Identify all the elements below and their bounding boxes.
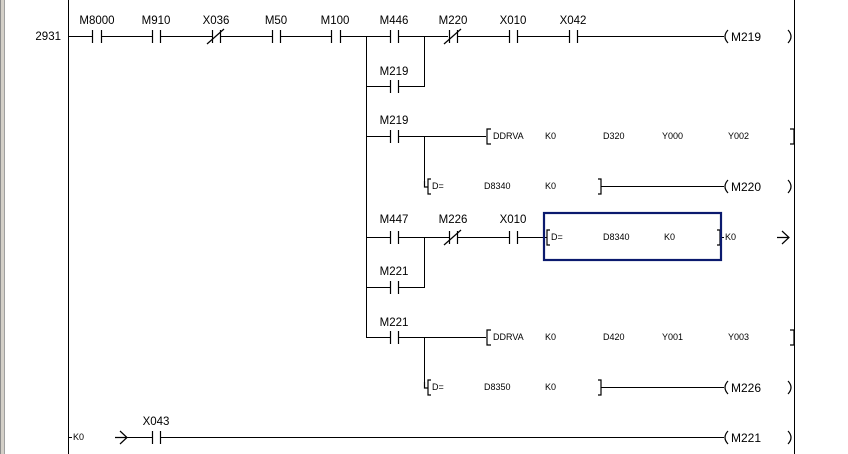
continuation-arrow-icon xyxy=(115,430,128,445)
contact-X036-nc[interactable]: X036 xyxy=(203,15,230,45)
coil-M226[interactable]: M226 xyxy=(724,380,792,395)
contact-M221-drva[interactable]: M221 xyxy=(380,317,409,344)
operand: K0 xyxy=(545,332,556,342)
contact-label: X043 xyxy=(143,416,170,428)
compare-op: D= xyxy=(432,382,444,392)
parallel-contact-M219[interactable]: M219 xyxy=(366,66,425,93)
contact-M50[interactable]: M50 xyxy=(265,15,287,43)
compare-D8340-selected[interactable]: D= D8340 K0 K0 xyxy=(542,211,736,262)
instruction-ddrva-1[interactable]: DDRVA K0 D320 Y000 Y002 xyxy=(486,128,795,145)
operand: K0 xyxy=(664,232,675,242)
contact-X010[interactable]: X010 xyxy=(500,15,527,43)
branch-compare xyxy=(366,237,547,287)
contact-label: X036 xyxy=(203,15,230,27)
coil-label: M221 xyxy=(731,431,761,445)
compare-D8340-row4[interactable]: D= D8340 K0 xyxy=(423,178,602,195)
continuation-label: K0 xyxy=(725,232,736,242)
contact-label: X010 xyxy=(500,15,527,27)
operand: D8340 xyxy=(603,232,630,242)
contact-label: M446 xyxy=(380,15,409,27)
operand: D320 xyxy=(603,131,625,141)
contact-M219-drva[interactable]: M219 xyxy=(380,115,409,143)
contact-label: M219 xyxy=(380,66,409,78)
window-left-border xyxy=(0,0,6,454)
operand: K0 xyxy=(545,181,556,191)
continuation-row: K0 xyxy=(68,430,724,445)
instruction-ddrva-2[interactable]: DDRVA K0 D420 Y001 Y003 xyxy=(486,329,795,346)
coil-M219[interactable]: M219 xyxy=(724,29,792,44)
contact-label: M910 xyxy=(142,15,171,27)
operand: K0 xyxy=(545,131,556,141)
parallel-contact-M221[interactable]: M221 xyxy=(366,266,425,294)
operand: D8350 xyxy=(484,382,511,392)
operand: K0 xyxy=(545,382,556,392)
contact-label: M220 xyxy=(439,15,468,27)
step-number: 2931 xyxy=(35,31,61,43)
contact-label: X010 xyxy=(500,214,527,226)
operand: D8340 xyxy=(484,181,511,191)
contact-label: X042 xyxy=(560,15,587,27)
operand: Y001 xyxy=(662,332,683,342)
compare-op: D= xyxy=(432,181,444,191)
contact-label: M50 xyxy=(265,15,287,27)
instruction-op: DDRVA xyxy=(493,131,524,141)
contact-M100[interactable]: M100 xyxy=(321,15,350,43)
contact-M446[interactable]: M446 xyxy=(380,15,409,43)
coil-label: M226 xyxy=(731,381,761,395)
operand: Y002 xyxy=(728,131,749,141)
contact-X010-b[interactable]: X010 xyxy=(500,214,527,244)
contact-M910[interactable]: M910 xyxy=(142,15,171,43)
branch-drva-1 xyxy=(366,136,486,187)
operand: Y003 xyxy=(728,332,749,342)
contact-M226-nc[interactable]: M226 xyxy=(439,214,468,246)
operand: D420 xyxy=(603,332,625,342)
contact-M8000[interactable]: M8000 xyxy=(79,15,115,43)
contact-label: M221 xyxy=(380,266,409,278)
contact-label: M221 xyxy=(380,317,409,329)
contact-label: M8000 xyxy=(79,15,114,27)
contact-label: M226 xyxy=(439,214,468,226)
coil-M220[interactable]: M220 xyxy=(724,179,792,194)
contact-label: M219 xyxy=(380,115,409,127)
compare-op: D= xyxy=(551,232,563,242)
operand: Y000 xyxy=(662,131,683,141)
contact-label: M100 xyxy=(321,15,350,27)
coil-M221[interactable]: M221 xyxy=(724,430,792,445)
continuation-arrow-icon xyxy=(777,230,790,245)
contact-label: M447 xyxy=(380,214,409,226)
compare-D8350[interactable]: D= D8350 K0 xyxy=(423,379,602,396)
instruction-op: DDRVA xyxy=(493,332,524,342)
contact-M220-nc[interactable]: M220 xyxy=(439,15,468,45)
continuation-from-label: K0 xyxy=(73,432,84,442)
contact-X043[interactable]: X043 xyxy=(143,416,170,444)
selection-cursor xyxy=(542,211,723,262)
coil-label: M220 xyxy=(731,180,761,194)
contact-X042[interactable]: X042 xyxy=(560,15,587,43)
contact-M447[interactable]: M447 xyxy=(380,214,409,244)
coil-label: M219 xyxy=(731,30,761,44)
branch-drva-2 xyxy=(366,337,486,388)
